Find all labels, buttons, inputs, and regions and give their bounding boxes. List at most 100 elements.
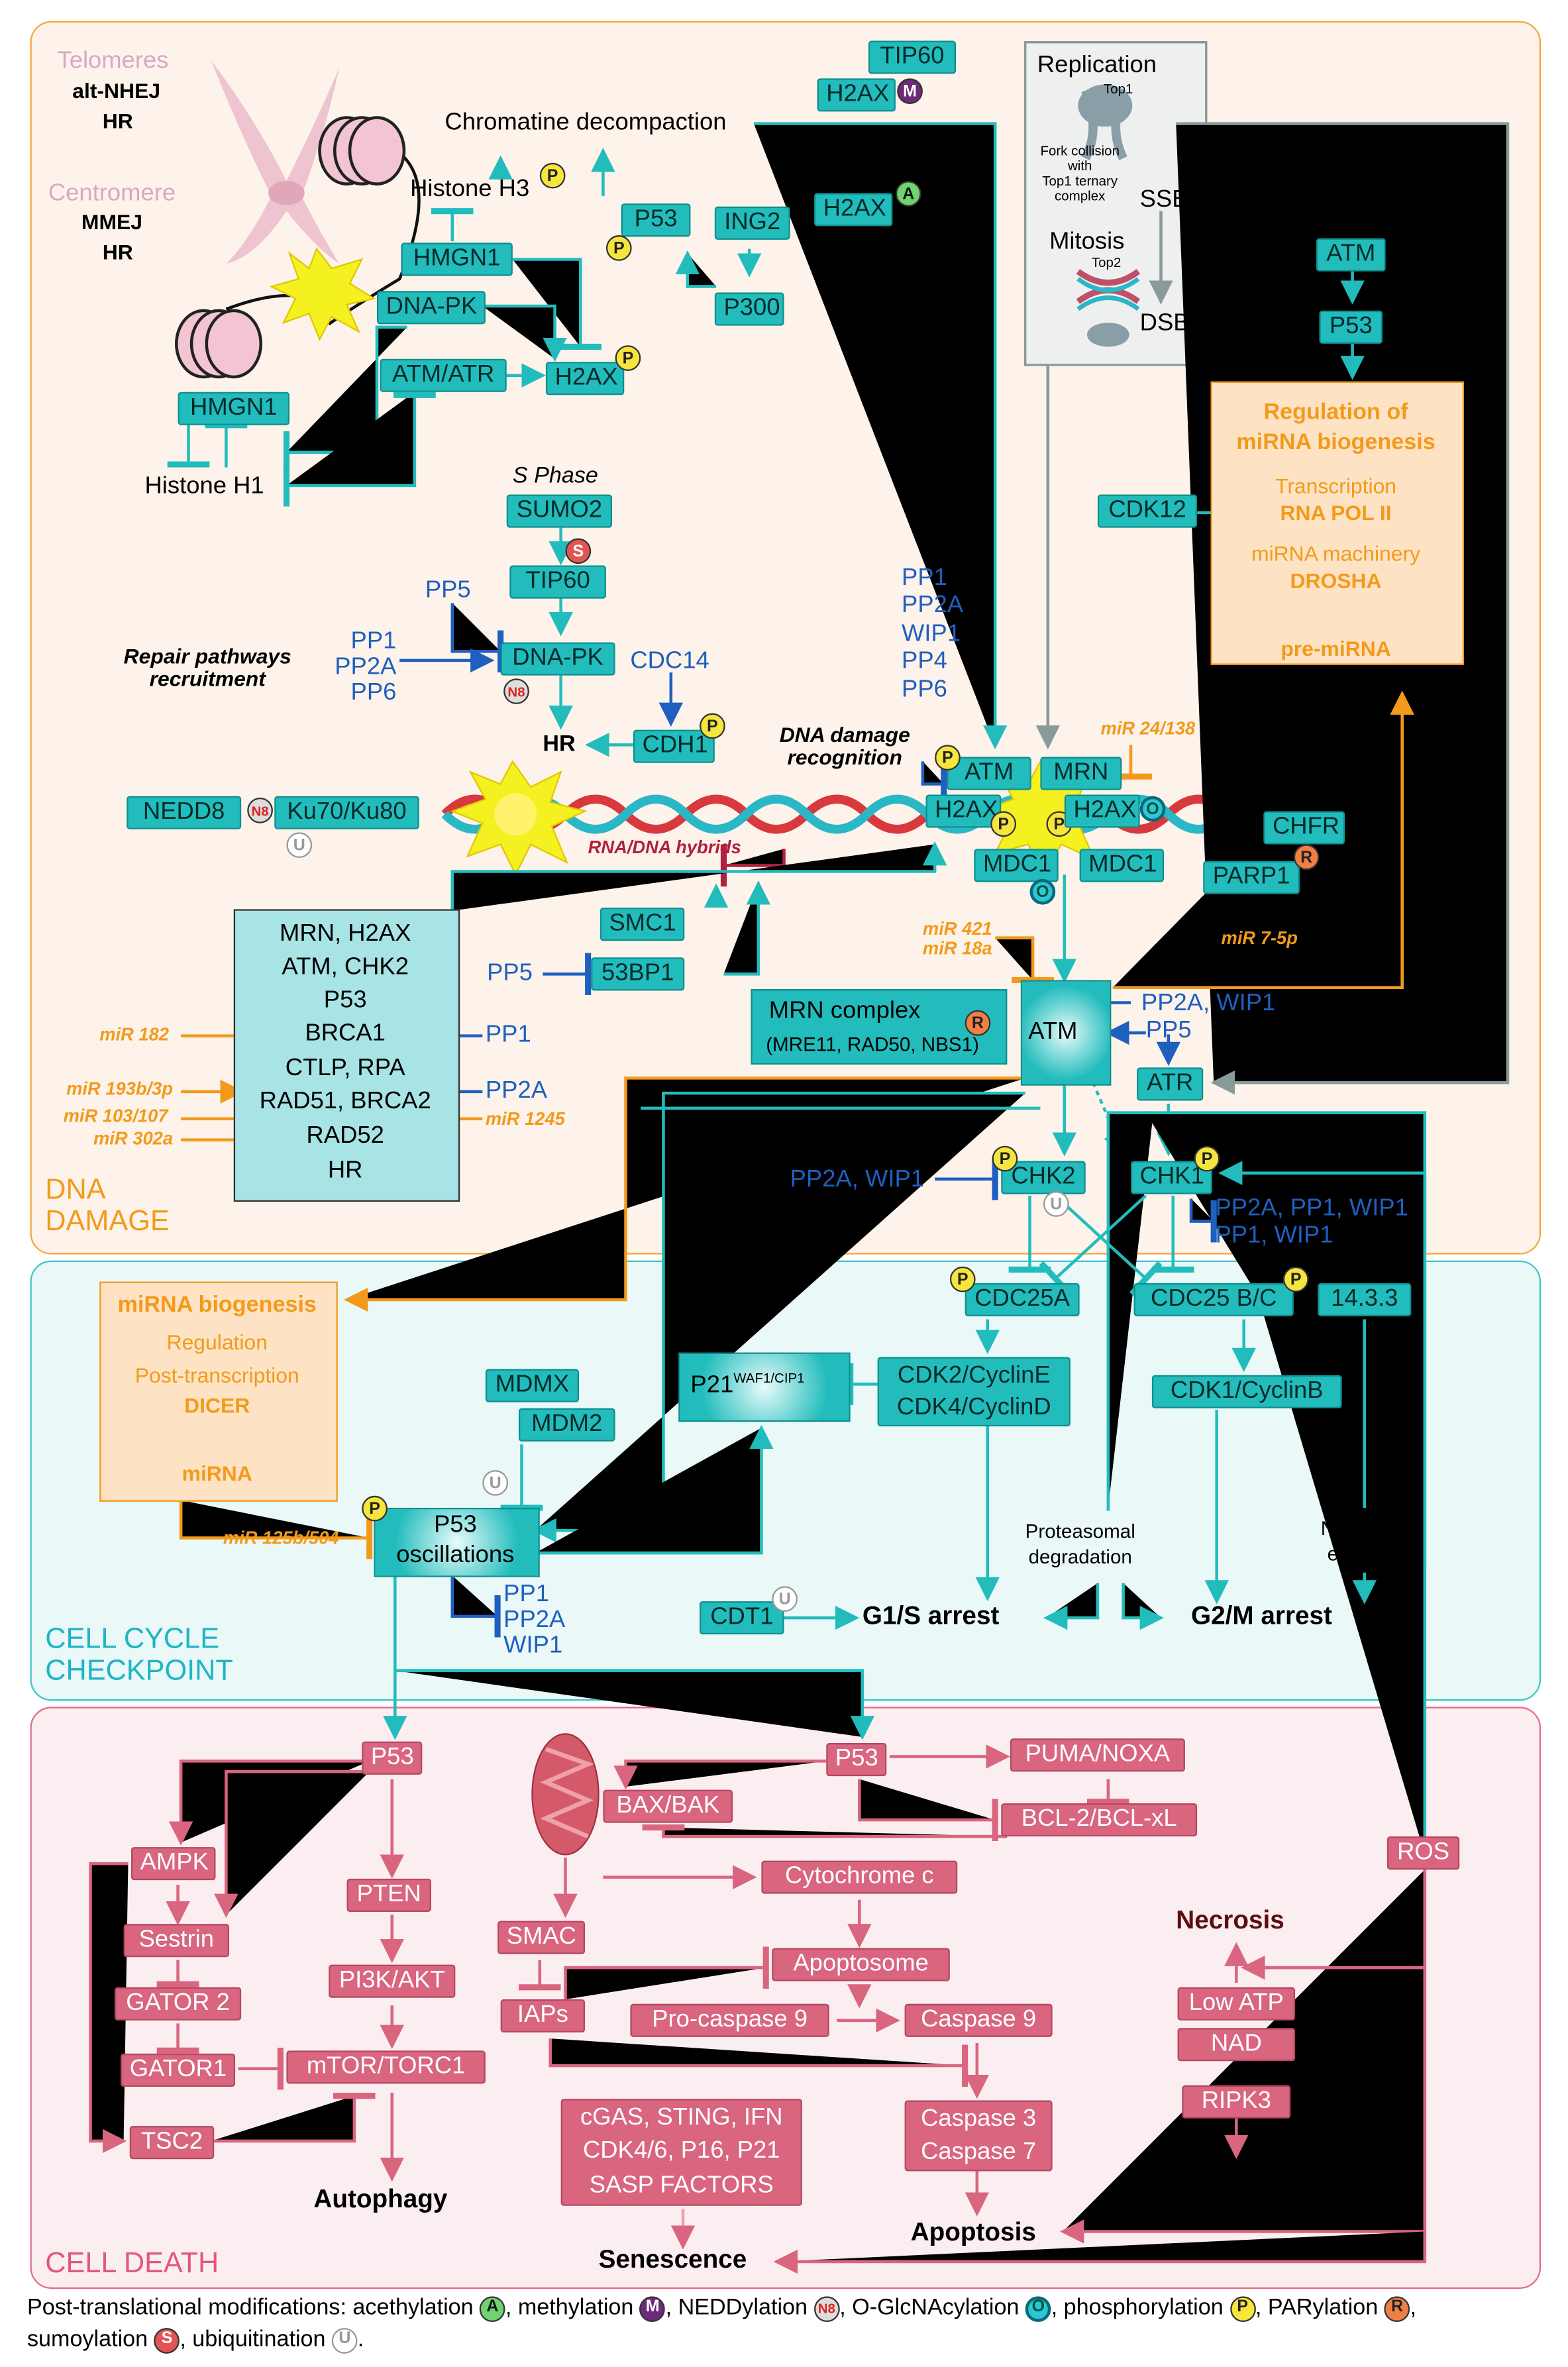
legend-prefix: Post-translational modifications: acethy… (26, 2295, 474, 2321)
centromere-label: Centromere (48, 181, 176, 207)
legend-methylation: , methylation (505, 2295, 634, 2321)
phosphatase-list-a: PP1 PP2A PP6 (335, 629, 397, 706)
repair-line-2: ATM, CHK2 (282, 954, 409, 980)
pten-node: PTEN (346, 1878, 431, 1913)
cytochrome-c-node: Cytochrome c (761, 1860, 958, 1895)
hmgn1-node-b: HMGN1 (178, 392, 289, 426)
bax-bak-node: BAX/BAK (603, 1789, 733, 1824)
pp2a-wip1-chk2: PP2A, WIP1 (790, 1167, 925, 1193)
puma-noxa-node: PUMA/NOXA (1010, 1738, 1185, 1773)
apoptosome-node: Apoptosome (772, 1948, 950, 1982)
mrn-complex-subunits: (MRE11, RAD50, NBS1) (766, 1033, 979, 1056)
senescence-label: Senescence (598, 2244, 747, 2274)
legend-sumoylation: sumoylation (26, 2326, 148, 2352)
nedd8-node: NEDD8 (127, 796, 242, 830)
parp1-node: PARP1 (1203, 861, 1300, 895)
replication-title: Replication (1037, 52, 1157, 79)
necroptosis-label: Necroptosis (1149, 2159, 1297, 2188)
badge-methylation: M (897, 78, 923, 105)
mrn-complex-title: MRN complex (768, 998, 921, 1024)
atm-node-damage: ATM (947, 757, 1031, 791)
telomeres-path-1: alt-NHEJ (72, 78, 161, 103)
legend-phosphorylation-icon: P (1229, 2295, 1255, 2321)
badge-acetylation: A (895, 181, 921, 207)
legend-oglcnacylation-icon: O (1025, 2295, 1051, 2321)
badge-parylation: R (965, 1010, 991, 1036)
mir-182: miR 182 (99, 1024, 169, 1045)
hmgn1-node-a: HMGN1 (401, 242, 513, 277)
drosha-label: DROSHA (1290, 568, 1382, 593)
mrn-complex-box (751, 989, 1008, 1065)
legend-ubiquitination: , ubiquitination (180, 2326, 326, 2352)
p300-node: P300 (714, 292, 784, 327)
mir-193b-3p: miR 193b/3p (66, 1078, 174, 1100)
legend-phosphorylation: , phosphorylation (1051, 2295, 1224, 2321)
mirna-biogenesis-title: miRNA biogenesis (117, 1292, 317, 1318)
nucleosome-illustration (175, 116, 421, 379)
atm-main-node (1020, 980, 1112, 1086)
legend-sumoylation-icon: S (154, 2327, 180, 2353)
ku70-ku80-node: Ku70/Ku80 (274, 796, 419, 830)
badge-phosphorylation: P (700, 713, 725, 739)
badge-parylation: R (1293, 844, 1320, 870)
badge-phosphorylation: P (605, 235, 632, 261)
cdh1-node: CDH1 (633, 729, 715, 764)
repair-pathways-label: Repair pathways recruitment (123, 643, 291, 692)
p21-label: P21WAF1/CIP1 (690, 1371, 804, 1399)
top1-label: Top1 (1104, 81, 1133, 97)
legend-neddylation-icon: N8 (813, 2295, 840, 2321)
histone-h3: Histone H3 (410, 176, 530, 202)
smac-node: SMAC (497, 1920, 586, 1955)
gator1-node: GATOR1 (121, 2053, 236, 2087)
p21-node (678, 1352, 851, 1422)
iaps-node: IAPs (500, 1999, 586, 2033)
pp5-label-a: PP5 (425, 577, 471, 604)
legend: Post-translational modifications: acethy… (26, 2295, 1416, 2353)
badge-ubiquitination: U (1043, 1191, 1069, 1217)
cdk12-node: CDK12 (1097, 494, 1198, 529)
dsb-label: DSB (1139, 310, 1190, 337)
h2ax-node-b: H2AX (817, 78, 896, 113)
cdt1-node: CDT1 (700, 1601, 784, 1636)
proteasomal-degradation: Proteasomal degradation (1025, 1520, 1135, 1568)
badge-sumoylation: S (565, 538, 592, 564)
repair-line-3: P53 (323, 987, 367, 1014)
sumo2-node: SUMO2 (506, 494, 613, 529)
gator2-node: GATOR 2 (114, 1987, 242, 2021)
mtor-torc1-node: mTOR/TORC1 (286, 2050, 486, 2085)
badge-phosphorylation: P (1282, 1266, 1309, 1292)
pp2a-wip1-atm: PP2A, WIP1 (1141, 990, 1276, 1017)
repair-line-7: RAD52 (306, 1123, 384, 1149)
histone-h1: Histone H1 (144, 473, 264, 500)
mir-302a: miR 302a (93, 1128, 174, 1149)
section-label-dna-damage: DNA DAMAGE (45, 1175, 170, 1238)
p53-node-death-a: P53 (362, 1741, 423, 1775)
necrosis-label: Necrosis (1176, 1905, 1284, 1935)
p53-node-top: P53 (1319, 310, 1383, 344)
pp1-label-repair: PP1 (485, 1022, 531, 1048)
mirna-machinery-label: miRNA machinery (1251, 541, 1421, 566)
badge-phosphorylation: P (949, 1266, 976, 1292)
badge-parylation: P (539, 162, 566, 189)
mir-24-138: miR 24/138 (1100, 717, 1196, 739)
cdk1-cyclinb-node: CDK1/CyclinB (1151, 1375, 1342, 1409)
pro-caspase-9-node: Pro-caspase 9 (630, 2003, 829, 2038)
dicer-label: DICER (184, 1393, 250, 1418)
cdc25a-node: CDC25A (965, 1283, 1080, 1317)
ros-node: ROS (1386, 1836, 1460, 1871)
g2m-arrest: G2/M arrest (1191, 1601, 1332, 1630)
repair-line-5: CTLP, RPA (285, 1055, 405, 1081)
mdmx-node: MDMX (485, 1369, 579, 1403)
s-phase-label: S Phase (512, 462, 598, 489)
rna-pol-ii-label: RNA POL II (1280, 500, 1392, 525)
h2ax-node-d: H2AX (925, 794, 1002, 829)
legend-neddylation: , NEDDylation (665, 2295, 808, 2321)
h2ax-node-c: H2AX (814, 193, 893, 227)
badge-ubiquitination: U (772, 1586, 798, 1612)
h2ax-node-a: H2AX (545, 362, 625, 396)
tip60-node-a: TIP60 (868, 40, 956, 75)
badge-phosphorylation: P (992, 1145, 1018, 1172)
cdc25bc-node: CDC25 B/C (1133, 1283, 1294, 1317)
mir-421-18a: miR 421 miR 18a (922, 918, 992, 959)
